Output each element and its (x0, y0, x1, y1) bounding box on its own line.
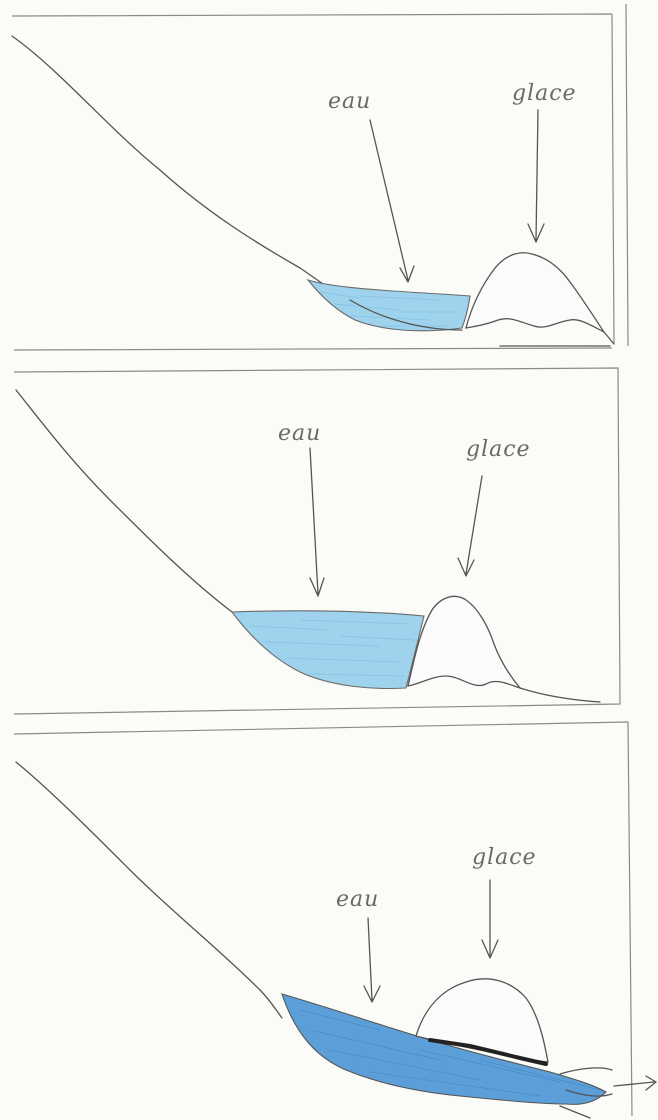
panel-2-water (232, 611, 424, 689)
panel-2-water-arrow (310, 448, 324, 596)
panel-3-water-arrow (364, 918, 380, 1002)
panel-2-ice-label: glace (466, 437, 531, 462)
panel-3-slope (16, 762, 282, 1018)
panel-1-water-label: eau (328, 89, 371, 114)
panel-1-ice-arrow (528, 110, 544, 242)
panel-3: eau glace (14, 722, 656, 1118)
panel-3-ice-label: glace (472, 845, 537, 870)
panel-1-slope (12, 36, 350, 300)
panel-1-water (308, 280, 470, 331)
panel-3-ice-arrow (482, 880, 498, 958)
panel-1-side-edge (626, 4, 628, 346)
panel-1-water-arrow (370, 120, 414, 282)
panel-2-slope (16, 390, 232, 612)
panel-1: eau glace (12, 4, 628, 350)
panel-3-outflow-arrow (614, 1076, 656, 1090)
panel-2-water-label: eau (278, 421, 321, 446)
panel-2-ice (408, 596, 520, 688)
panel-1-ice-label: glace (512, 81, 577, 106)
panel-3-water-label: eau (336, 887, 379, 912)
panel-2-ground (520, 688, 600, 702)
panel-2-ice-arrow (458, 476, 482, 576)
panel-2: eau glace (14, 368, 620, 714)
panel-1-ice (466, 253, 604, 332)
